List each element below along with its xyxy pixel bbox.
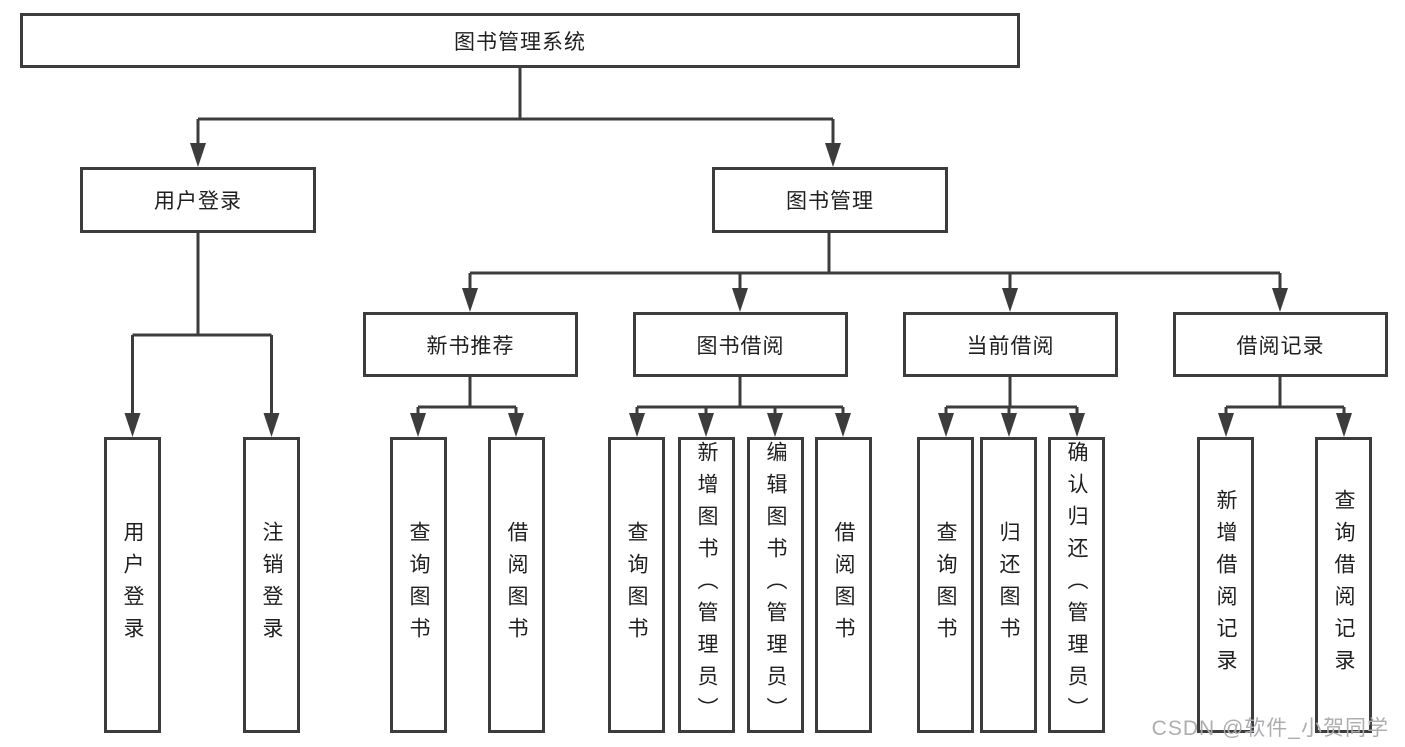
leaf-confirm-return-admin-label: 确认归还（管理员） [1065,441,1088,729]
leaf-search-borrow-record: 查询借阅记录 [1315,437,1372,733]
node-new-book-recommend: 新书推荐 [363,312,578,377]
leaf-search-books-recommend-label: 查询图书 [407,521,430,649]
node-book-management-label: 图书管理 [786,190,874,213]
leaf-confirm-return-admin: 确认归还（管理员） [1048,437,1105,733]
node-user-login: 用户登录 [80,167,316,233]
leaf-search-borrow-record-label: 查询借阅记录 [1332,489,1355,681]
leaf-borrow-book-recommend-label: 借阅图书 [505,521,528,649]
leaf-edit-book-admin: 编辑图书（管理员） [747,437,804,733]
leaf-search-books-borrowing-label: 查询图书 [625,521,648,649]
leaf-search-books-recommend: 查询图书 [390,437,447,733]
node-book-borrowing: 图书借阅 [633,312,848,377]
leaf-add-borrow-record: 新增借阅记录 [1197,437,1254,733]
leaf-return-book: 归还图书 [980,437,1037,733]
leaf-add-book-admin-label: 新增图书（管理员） [695,441,718,729]
leaf-add-book-admin: 新增图书（管理员） [678,437,735,733]
leaf-borrow-book-recommend: 借阅图书 [488,437,545,733]
node-borrowing-records-label: 借阅记录 [1236,334,1325,358]
leaf-borrow-book: 借阅图书 [815,437,872,733]
node-user-login-label: 用户登录 [154,190,242,213]
node-current-borrowing: 当前借阅 [903,312,1118,377]
leaf-borrow-book-label: 借阅图书 [832,521,855,649]
leaf-search-books-current: 查询图书 [917,437,974,733]
node-book-borrowing-label: 图书借阅 [696,334,785,358]
node-library-system-label: 图书管理系统 [454,30,586,54]
leaf-logout-label: 注销登录 [260,521,283,649]
leaf-search-books-borrowing: 查询图书 [608,437,665,733]
leaf-user-login: 用户登录 [104,437,161,733]
leaf-logout: 注销登录 [243,437,300,733]
node-book-management: 图书管理 [712,167,948,233]
node-borrowing-records: 借阅记录 [1173,312,1388,377]
leaf-user-login-label: 用户登录 [121,521,144,649]
leaf-search-books-current-label: 查询图书 [934,521,957,649]
node-new-book-recommend-label: 新书推荐 [426,334,515,358]
node-library-system: 图书管理系统 [20,13,1020,68]
leaf-return-book-label: 归还图书 [997,521,1020,649]
leaf-add-borrow-record-label: 新增借阅记录 [1214,489,1237,681]
node-current-borrowing-label: 当前借阅 [966,334,1055,358]
leaf-edit-book-admin-label: 编辑图书（管理员） [764,441,787,729]
watermark: CSDN @软件_小贺同学 [1151,717,1389,740]
